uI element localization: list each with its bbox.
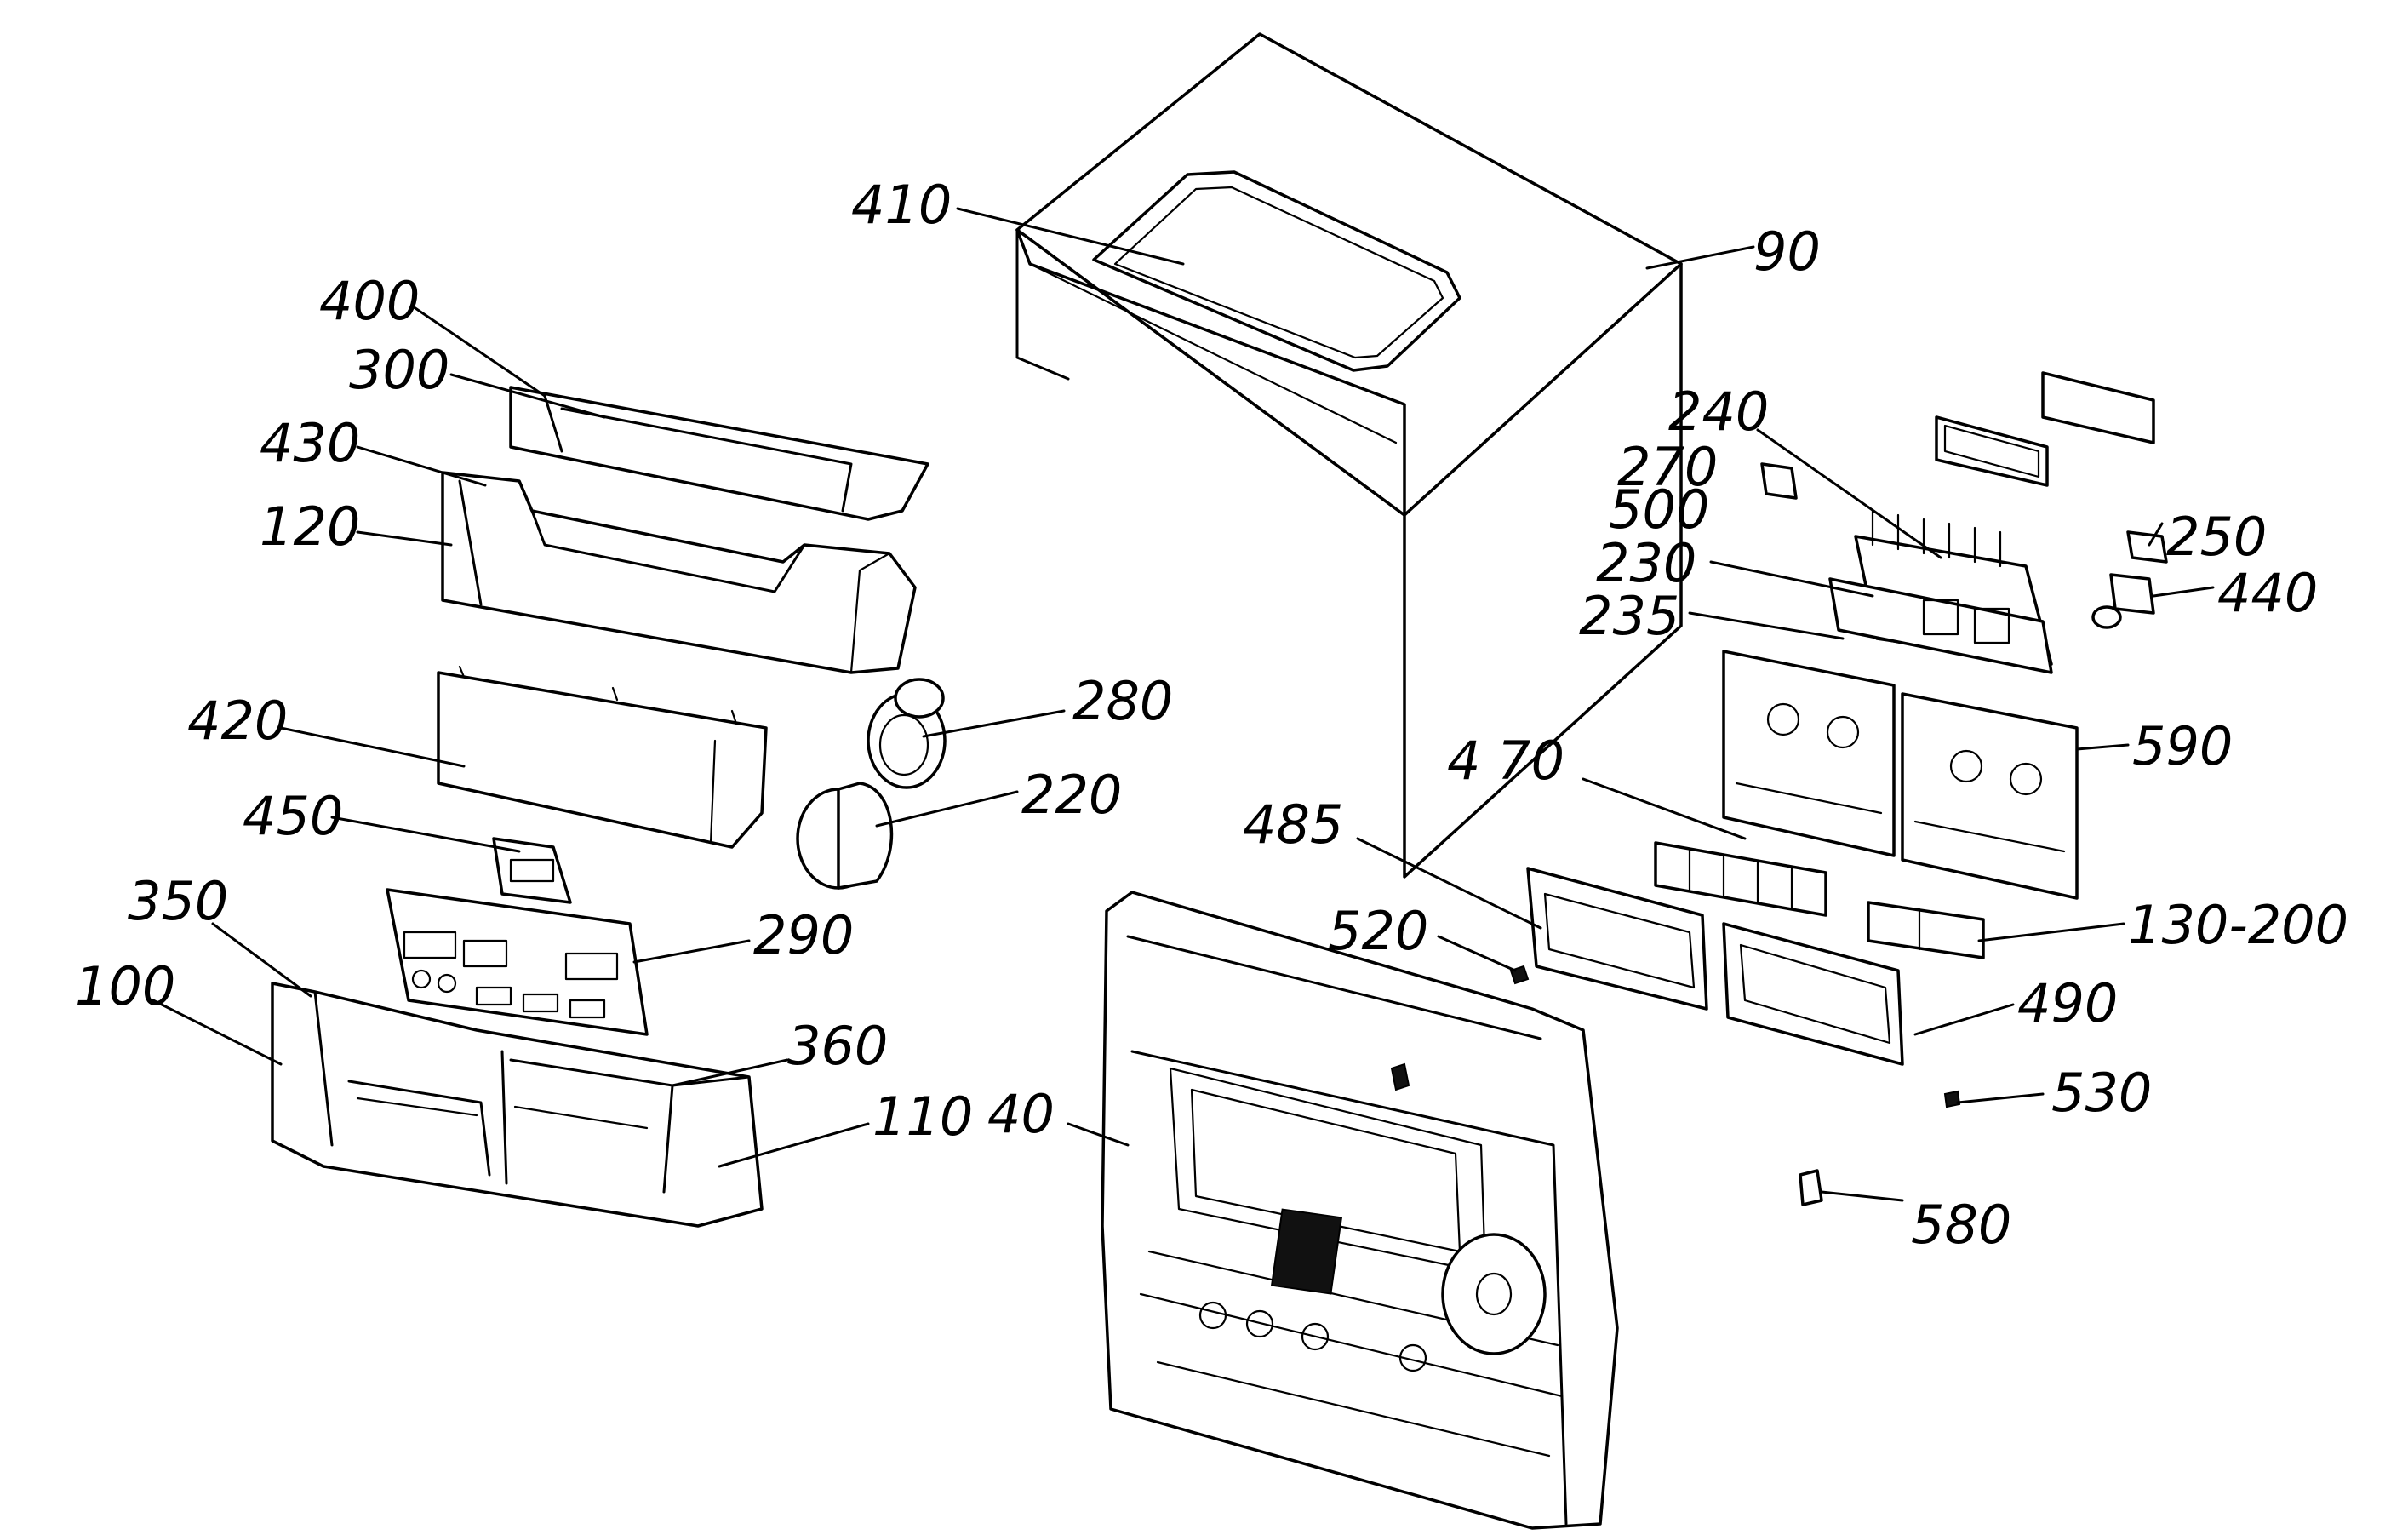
- speaker-280: [867, 678, 947, 789]
- front-panel-100-110: [271, 982, 764, 1228]
- label-530: 530: [2051, 1062, 2152, 1124]
- cassette-door-485: [1526, 867, 1708, 1011]
- main-chassis-40: [1101, 891, 1619, 1530]
- tape-mechanism-590-470: [1722, 650, 2079, 900]
- window-410: [1092, 170, 1461, 372]
- label-235: 235: [1579, 585, 1679, 647]
- label-485: 485: [1243, 793, 1343, 856]
- label-360: 360: [787, 1015, 888, 1077]
- label-350: 350: [128, 870, 228, 932]
- clip-530: [1943, 1090, 1961, 1108]
- knob-220: [796, 782, 894, 890]
- label-590: 590: [2132, 715, 2233, 777]
- panel-120-430: [441, 471, 917, 674]
- label-40: 40: [987, 1083, 1055, 1145]
- label-470: 4 70: [1447, 730, 1564, 792]
- label-220: 220: [1021, 764, 1122, 826]
- panel-420: [437, 665, 768, 849]
- label-490: 490: [2017, 972, 2118, 1034]
- label-120: 120: [260, 495, 360, 558]
- top-cover-90: [1015, 32, 1683, 879]
- switch-250-440: [2091, 530, 2168, 629]
- label-230: 230: [1596, 532, 1696, 594]
- label-410: 410: [851, 174, 952, 236]
- part-labels: 410 90 400 300 430 120 420 450 350 100 3…: [75, 174, 2348, 1256]
- label-450: 450: [243, 785, 343, 847]
- leader-lines: [152, 207, 2215, 1202]
- label-580: 580: [1911, 1194, 2011, 1256]
- button-row-left: [1654, 841, 1827, 917]
- label-300: 300: [349, 339, 449, 401]
- label-100: 100: [75, 955, 175, 1017]
- switch-block-240-230-235: [1828, 509, 2053, 674]
- label-440: 440: [2217, 562, 2318, 624]
- label-110: 110: [872, 1085, 973, 1148]
- button-row-130-200: [1867, 901, 1985, 959]
- label-130-200: 130-200: [2128, 894, 2348, 956]
- label-90: 90: [1753, 221, 1821, 283]
- label-520: 520: [1328, 900, 1428, 962]
- label-250: 250: [2166, 506, 2267, 568]
- label-240: 240: [1668, 381, 1769, 443]
- label-420: 420: [187, 690, 288, 752]
- trim-piece-400-300: [509, 386, 929, 521]
- pcb-frame-290: [386, 888, 649, 1036]
- clip-580: [1799, 1169, 1823, 1206]
- label-280: 280: [1072, 670, 1173, 732]
- display-holder-top: [1935, 371, 2155, 487]
- label-430: 430: [260, 412, 360, 474]
- label-500: 500: [1609, 478, 1709, 541]
- switch-270-500: [1760, 462, 1798, 500]
- label-290: 290: [753, 904, 854, 966]
- label-270: 270: [1617, 436, 1718, 498]
- label-400: 400: [319, 270, 420, 332]
- bracket-450: [492, 837, 572, 904]
- cassette-door-490: [1722, 922, 1904, 1066]
